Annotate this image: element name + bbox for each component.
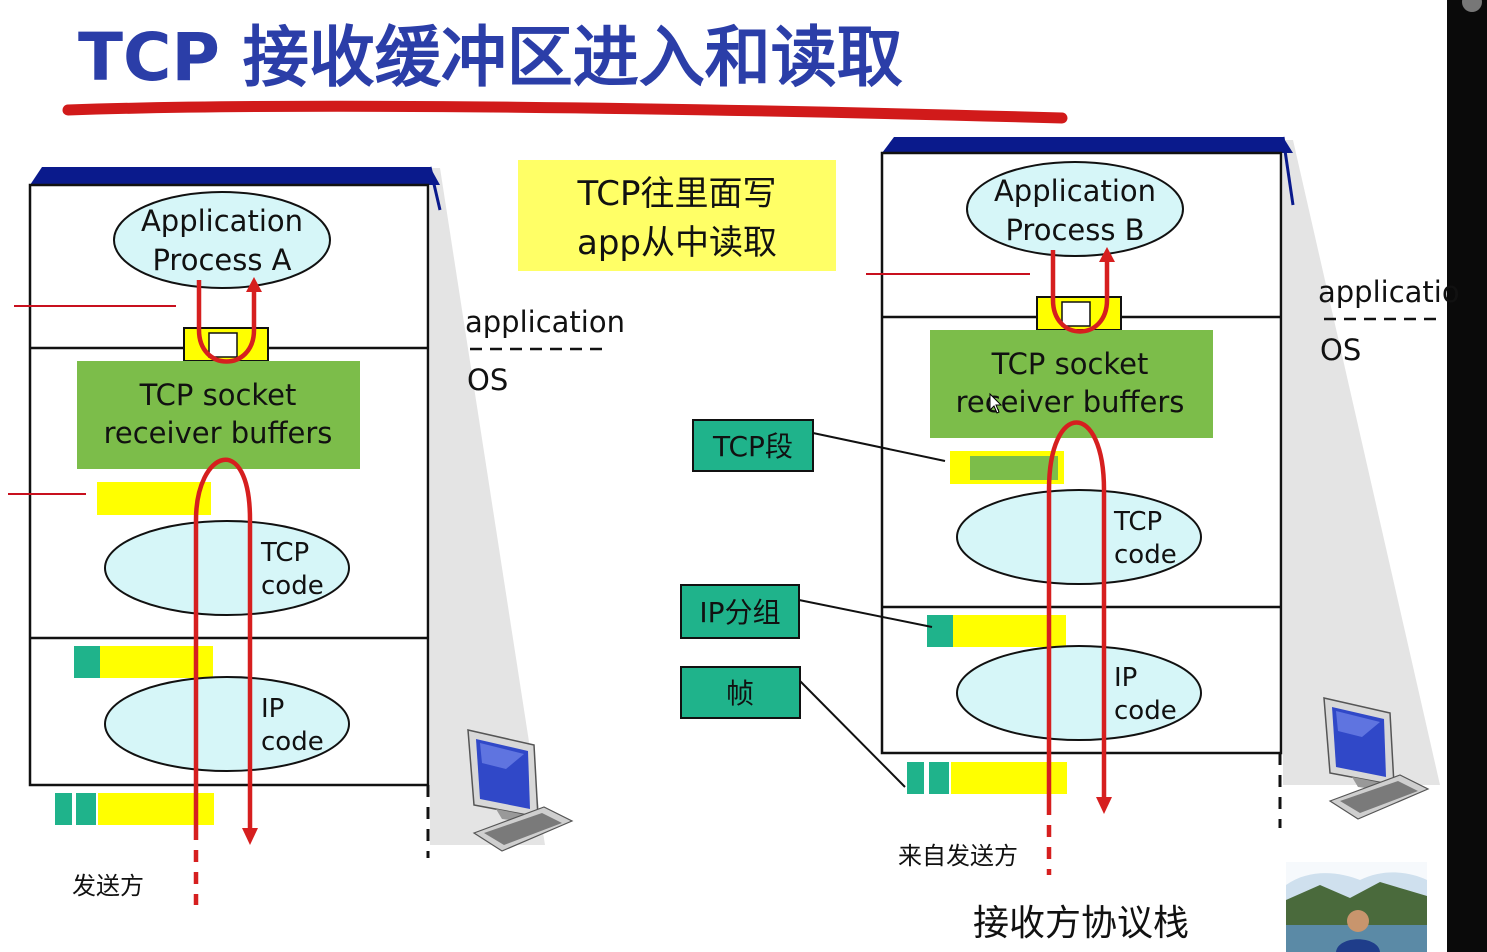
right-buffer-label-1: TCP socket	[991, 347, 1149, 381]
right-host: Application Process B TCP socket receive…	[866, 136, 1460, 944]
right-receiver-buffer	[930, 330, 1213, 438]
right-tcp-code	[956, 489, 1202, 585]
left-host-top-bar	[30, 167, 440, 185]
left-tcp-label-2: code	[261, 571, 324, 601]
right-host-shadow	[1283, 140, 1440, 785]
left-host: Application Process A TCP socket receive…	[8, 166, 625, 905]
left-host-shadow	[430, 168, 545, 845]
left-read-arrow	[196, 280, 257, 364]
right-ip-code	[956, 645, 1202, 741]
tag-frame-label: 帧	[726, 677, 754, 710]
right-read-arrow	[1050, 250, 1110, 334]
callout-box	[518, 160, 836, 271]
right-ip-label-1: IP	[1114, 663, 1137, 693]
tag-ip-packet-label: IP分组	[699, 596, 780, 629]
left-tcp-code	[104, 520, 350, 616]
left-caption-sender: 发送方	[72, 872, 144, 900]
callout-line-1: TCP往里面写	[576, 174, 776, 214]
right-tcp-label-1: TCP	[1113, 507, 1162, 537]
tag-tcp-segment: TCP段	[692, 419, 946, 472]
presenter-webcam-thumbnail	[1286, 862, 1427, 952]
left-buffer-label-1: TCP socket	[139, 378, 297, 412]
left-tcp-label-1: TCP	[260, 538, 309, 568]
left-buffer-label-2: receiver buffers	[104, 416, 333, 450]
right-flow-arrow	[1046, 420, 1107, 875]
right-host-top-bar	[882, 137, 1293, 153]
right-ip-label-2: code	[1114, 696, 1177, 726]
right-app-process	[966, 161, 1184, 257]
left-receiver-buffer	[77, 361, 360, 469]
slide-title: TCP 接收缓冲区进入和读取	[78, 19, 903, 96]
left-app-process	[113, 191, 331, 289]
mouse-pointer-icon	[989, 392, 1003, 414]
right-layer-os: OS	[1320, 333, 1361, 367]
left-frame-header-2	[76, 793, 96, 825]
right-caption-from-sender: 来自发送方	[898, 842, 1018, 870]
tag-tcp-segment-label: TCP段	[712, 430, 793, 463]
callout-note: TCP往里面写 app从中读取	[518, 160, 836, 271]
tag-ip-packet: IP分组	[680, 584, 933, 639]
right-caption-receiver-stack: 接收方协议栈	[973, 903, 1189, 944]
right-app-label-1: Application	[994, 174, 1156, 208]
right-frame-header-1	[907, 762, 924, 794]
right-desktop-computer-icon	[1323, 697, 1430, 820]
corner-indicator	[1462, 0, 1482, 12]
left-app-label-1: Application	[141, 204, 303, 238]
title-underline	[62, 100, 1068, 124]
right-app-label-2: Process B	[1005, 213, 1144, 247]
left-packet-header	[74, 646, 100, 678]
left-ip-label-2: code	[261, 727, 324, 757]
window-edge	[1447, 0, 1487, 952]
right-layer-application: applicatio	[1318, 275, 1460, 309]
left-layer-application: application	[465, 305, 625, 339]
right-segment-payload	[970, 456, 1058, 480]
right-frame-header-2	[929, 762, 949, 794]
left-segment-bar	[97, 482, 211, 515]
tag-frame: 帧	[680, 666, 906, 788]
right-tcp-label-2: code	[1114, 540, 1177, 570]
left-frame-header-1	[55, 793, 72, 825]
left-ip-label-1: IP	[261, 694, 284, 724]
left-layer-os: OS	[467, 363, 508, 397]
right-packet-header	[927, 615, 953, 647]
left-ip-code	[104, 676, 350, 772]
callout-line-2: app从中读取	[577, 223, 777, 263]
left-flow-arrow	[193, 457, 253, 905]
left-desktop-computer-icon	[467, 729, 574, 852]
left-app-label-2: Process A	[152, 243, 291, 277]
